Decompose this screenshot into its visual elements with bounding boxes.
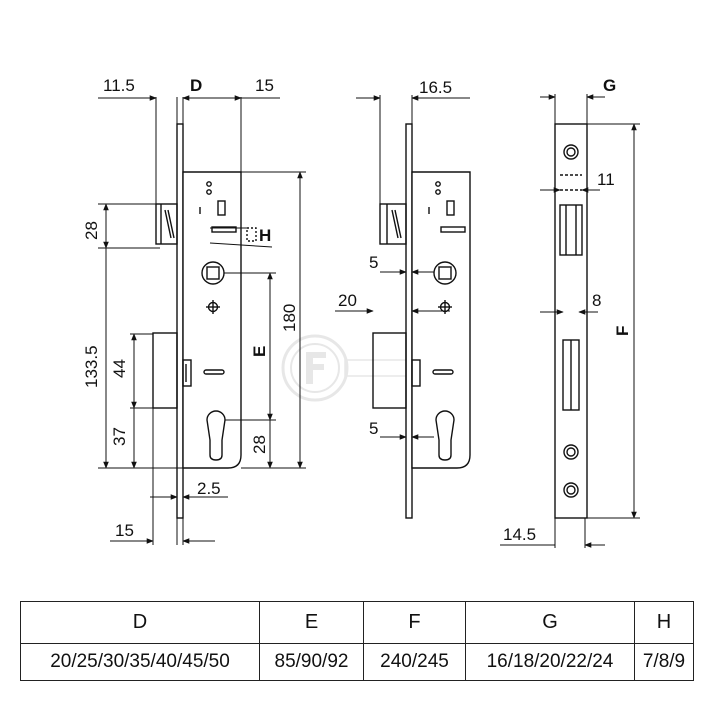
value-G: 16/18/20/22/24 <box>465 643 635 681</box>
lock-side-view-middle <box>372 123 471 519</box>
header-F: F <box>363 601 466 644</box>
dim-28-bottom: 28 <box>250 435 269 454</box>
dim-5-bottom: 5 <box>369 419 378 438</box>
left-view-dimension-lines <box>98 95 306 545</box>
header-H: H <box>634 601 694 644</box>
dim-E: E <box>250 346 269 357</box>
header-E: E <box>259 601 364 644</box>
dim-D: D <box>190 76 202 95</box>
dim-15-bottom: 15 <box>115 521 134 540</box>
table-row: 20/25/30/35/40/45/50 85/90/92 240/245 16… <box>20 643 694 681</box>
dim-11-5: 11.5 <box>103 76 135 95</box>
lock-front-faceplate-view <box>554 123 588 519</box>
header-D: D <box>20 601 260 644</box>
dim-16-5: 16.5 <box>419 78 452 97</box>
right-view-dimension-lines <box>500 94 640 548</box>
value-D: 20/25/30/35/40/45/50 <box>20 643 260 681</box>
middle-view-dimension-lines <box>335 95 470 440</box>
dim-H: H <box>259 226 271 245</box>
dim-G: G <box>603 76 616 95</box>
dim-20: 20 <box>338 291 357 310</box>
header-G: G <box>465 601 635 644</box>
dim-15-top: 15 <box>255 76 274 95</box>
dim-F: F <box>613 326 632 336</box>
dim-8: 8 <box>592 291 601 310</box>
dim-133-5: 133.5 <box>82 345 101 388</box>
table-header-row: D E F G H <box>20 601 694 644</box>
dim-44: 44 <box>110 359 129 378</box>
value-F: 240/245 <box>363 643 466 681</box>
specification-table: D E F G H 20/25/30/35/40/45/50 85/90/92 … <box>20 601 694 681</box>
lock-technical-drawing: 11.5 D 15 28 H 133.5 44 37 180 E 28 2.5 … <box>82 76 640 548</box>
dim-180: 180 <box>280 304 299 332</box>
dim-28-top: 28 <box>82 221 101 240</box>
dim-5-top: 5 <box>369 253 378 272</box>
lock-side-view-left <box>152 123 257 519</box>
dim-11: 11 <box>597 170 615 189</box>
value-H: 7/8/9 <box>634 643 694 681</box>
dim-2-5: 2.5 <box>197 479 221 498</box>
dim-14-5: 14.5 <box>503 525 536 544</box>
dim-37: 37 <box>110 427 129 446</box>
value-E: 85/90/92 <box>259 643 364 681</box>
